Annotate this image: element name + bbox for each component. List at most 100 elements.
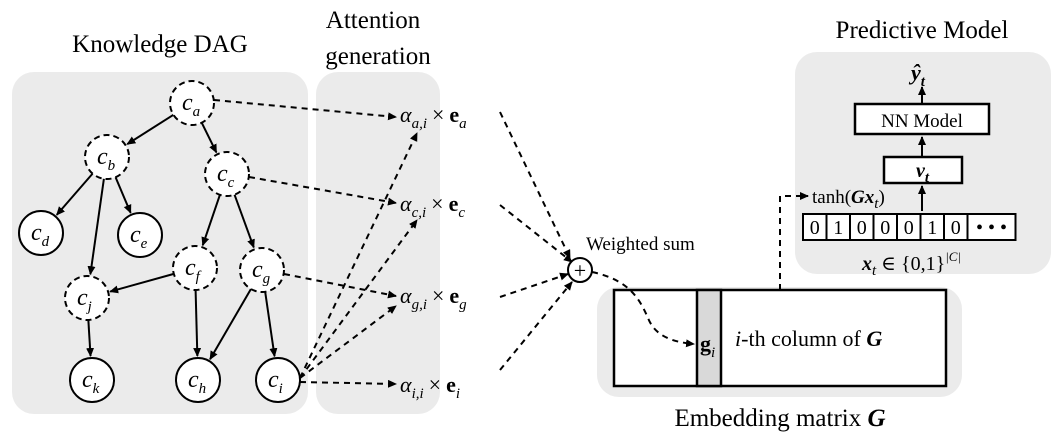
node-label: ch	[188, 367, 206, 397]
node-circle	[169, 80, 215, 126]
node-label: cc	[217, 161, 235, 191]
node-label: cg	[252, 257, 271, 287]
nn-model-label: NN Model	[881, 111, 963, 132]
node-c-k: ck	[69, 357, 115, 403]
y-hat-output: ŷt	[908, 60, 926, 90]
svg-text:0: 0	[857, 217, 867, 239]
dashed-arrow-5	[299, 305, 397, 379]
v-label: vt	[916, 160, 930, 186]
v-box	[882, 155, 964, 185]
attention-term-g: αg,i×eg	[400, 283, 467, 313]
node-circle	[117, 212, 163, 258]
node-c-i: ci	[255, 357, 301, 403]
node-label: ck	[82, 367, 100, 397]
node-label: cj	[77, 285, 92, 315]
dag-edge-c-f	[201, 194, 221, 247]
node-c-h: ch	[175, 357, 221, 403]
node-c-b: cb	[84, 134, 130, 180]
dag-edge-a-c	[200, 122, 218, 154]
g-column-label: gi	[700, 331, 715, 361]
x-bit: 1	[919, 213, 945, 241]
x-label: xt ∈ {0,1}|C|	[861, 249, 961, 279]
node-c-e: ce	[117, 212, 163, 258]
dag-edge-b-d	[55, 172, 94, 216]
attention-term-a: αa,i×ea	[400, 102, 467, 132]
node-circle	[69, 357, 115, 403]
sum-node	[567, 257, 593, 283]
sum-to-g-arrow	[591, 271, 695, 348]
dashed-arrow-2	[283, 273, 397, 299]
dag-edge-c-g	[233, 194, 255, 249]
dag-edge-b-e	[114, 176, 132, 214]
g-column	[695, 288, 723, 388]
x-bit: 0	[896, 213, 922, 241]
dag-edge-j-k	[86, 319, 95, 358]
dashed-arrow-1	[248, 176, 397, 206]
x-bit: 0	[872, 213, 898, 241]
weighted-sum-label: Weighted sum	[586, 234, 695, 255]
attention-terms: αa,i×ea αc,i×ec αg,i×eg αi,i×ei	[400, 102, 467, 402]
node-label: cd	[31, 220, 50, 250]
node-circle	[18, 210, 64, 256]
attention-title-2: generation	[325, 43, 431, 70]
dashed-arrow-10	[499, 281, 573, 371]
dag-edge-b-j	[87, 178, 105, 276]
node-circle	[84, 134, 130, 180]
dag-edge-f-h	[193, 289, 202, 358]
node-label: ci	[268, 367, 283, 397]
dashed-arrow-8	[499, 204, 573, 263]
node-label: ce	[130, 222, 148, 252]
node-label: cb	[97, 144, 116, 174]
node-circle	[175, 357, 221, 403]
embedding-title: Embedding matrix G	[674, 405, 885, 432]
node-c-c: cc	[204, 151, 250, 197]
svg-text:1: 1	[927, 217, 937, 239]
x-bit: 1	[825, 213, 851, 241]
node-c-a: ca	[169, 80, 215, 126]
node-c-g: cg	[239, 247, 285, 293]
attention-panel	[316, 72, 440, 414]
x-bit: 0	[849, 213, 875, 241]
node-label: cf	[185, 255, 202, 285]
g-to-tanh-arrow	[779, 192, 809, 290]
x-bit: 0	[802, 213, 828, 241]
node-circle	[204, 151, 250, 197]
attention-arrows	[213, 99, 573, 388]
plus-symbol: +	[574, 258, 586, 283]
node-circle	[172, 245, 218, 291]
column-caption: i-th column of G	[735, 326, 882, 351]
dag-edges	[55, 113, 278, 361]
nn-model-box	[853, 102, 991, 136]
embedding-matrix	[612, 288, 948, 388]
dag-title: Knowledge DAG	[72, 31, 248, 58]
dag-edge-g-i	[264, 291, 278, 358]
dashed-arrow-0	[213, 99, 397, 121]
svg-text:0: 0	[951, 217, 961, 239]
node-c-d: cd	[18, 210, 64, 256]
predictive-title: Predictive Model	[836, 17, 1009, 44]
node-c-f: cf	[172, 245, 218, 291]
dag-edge-f-j	[109, 272, 175, 294]
svg-text:0: 0	[904, 217, 914, 239]
dashed-arrow-9	[499, 272, 569, 298]
x-bit: • • •	[966, 213, 1017, 241]
dag-nodes: ca cb cc cd ce cf cg cj ck ch ci	[18, 80, 301, 403]
dashed-arrow-7	[499, 111, 571, 259]
svg-text:• • •: • • •	[976, 217, 1007, 239]
dashed-arrow-3	[299, 132, 418, 379]
attention-title-1: Attention	[326, 7, 421, 34]
svg-text:0: 0	[810, 217, 820, 239]
svg-text:1: 1	[833, 217, 843, 239]
x-bit: 0	[943, 213, 969, 241]
attention-term-c: αc,i×ec	[400, 191, 465, 221]
node-circle	[239, 247, 285, 293]
dashed-arrow-6	[299, 379, 397, 388]
attention-term-i: αi,i×ei	[400, 372, 460, 402]
dag-edge-g-h	[209, 288, 252, 361]
tanh-label: tanh(Gxt)	[812, 187, 885, 212]
dag-edge-a-b	[126, 113, 174, 145]
node-circle	[255, 357, 301, 403]
